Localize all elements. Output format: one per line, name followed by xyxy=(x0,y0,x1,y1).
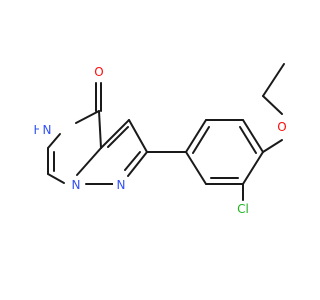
ether-oxygen-label: O xyxy=(277,120,286,134)
bond-ph-1-2 xyxy=(185,119,207,153)
bond-c-o-ether xyxy=(262,139,283,153)
bond-c4-n5 xyxy=(75,110,100,124)
molecule-structure: O H N N N Cl O xyxy=(30,63,290,217)
chlorine-atom: Cl xyxy=(232,201,254,217)
bond-ch2-ch3 xyxy=(262,63,285,97)
bonds xyxy=(47,63,285,201)
ether-oxygen-atom: O xyxy=(274,119,290,135)
bond-n8-c3a xyxy=(76,147,102,176)
carbonyl-oxygen-label: O xyxy=(94,65,103,79)
pyrazole-nitrogen-atom: N xyxy=(113,178,129,194)
bond-c2-n1 xyxy=(127,151,148,177)
bond-c3a-c3 xyxy=(100,119,130,149)
bond-ph-3-4 xyxy=(242,119,264,153)
molecule-canvas: O H N N N Cl O xyxy=(30,63,290,217)
bond-o-ch2 xyxy=(262,95,283,115)
bond-ph-3-4-inner xyxy=(239,126,257,154)
bond-c3a-c4 xyxy=(98,110,102,149)
bridge-nitrogen-label: N xyxy=(72,178,81,192)
bond-c3-c2 xyxy=(128,119,148,153)
ring-nh-atom: H N xyxy=(30,122,55,138)
chlorine-label: Cl xyxy=(237,202,249,216)
atom-labels: O H N N N Cl O xyxy=(30,64,290,217)
bond-n5-c6 xyxy=(47,133,61,149)
bond-c2-n1-inner xyxy=(124,151,141,171)
carbonyl-oxygen-atom: O xyxy=(91,64,107,80)
pyrazole-nitrogen-label: N xyxy=(117,178,126,192)
bond-c3a-c3-inner xyxy=(107,126,129,148)
ring-nh-nitrogen-label: N xyxy=(43,123,52,137)
bridge-nitrogen-atom: N xyxy=(68,178,84,194)
bond-ph-6-1 xyxy=(185,151,207,185)
ring-nh-hydrogen-label: H xyxy=(33,123,42,137)
bond-c7-n8 xyxy=(47,173,65,184)
bond-ph-1-2-inner xyxy=(192,126,210,154)
bond-ph-4-5 xyxy=(242,151,264,185)
